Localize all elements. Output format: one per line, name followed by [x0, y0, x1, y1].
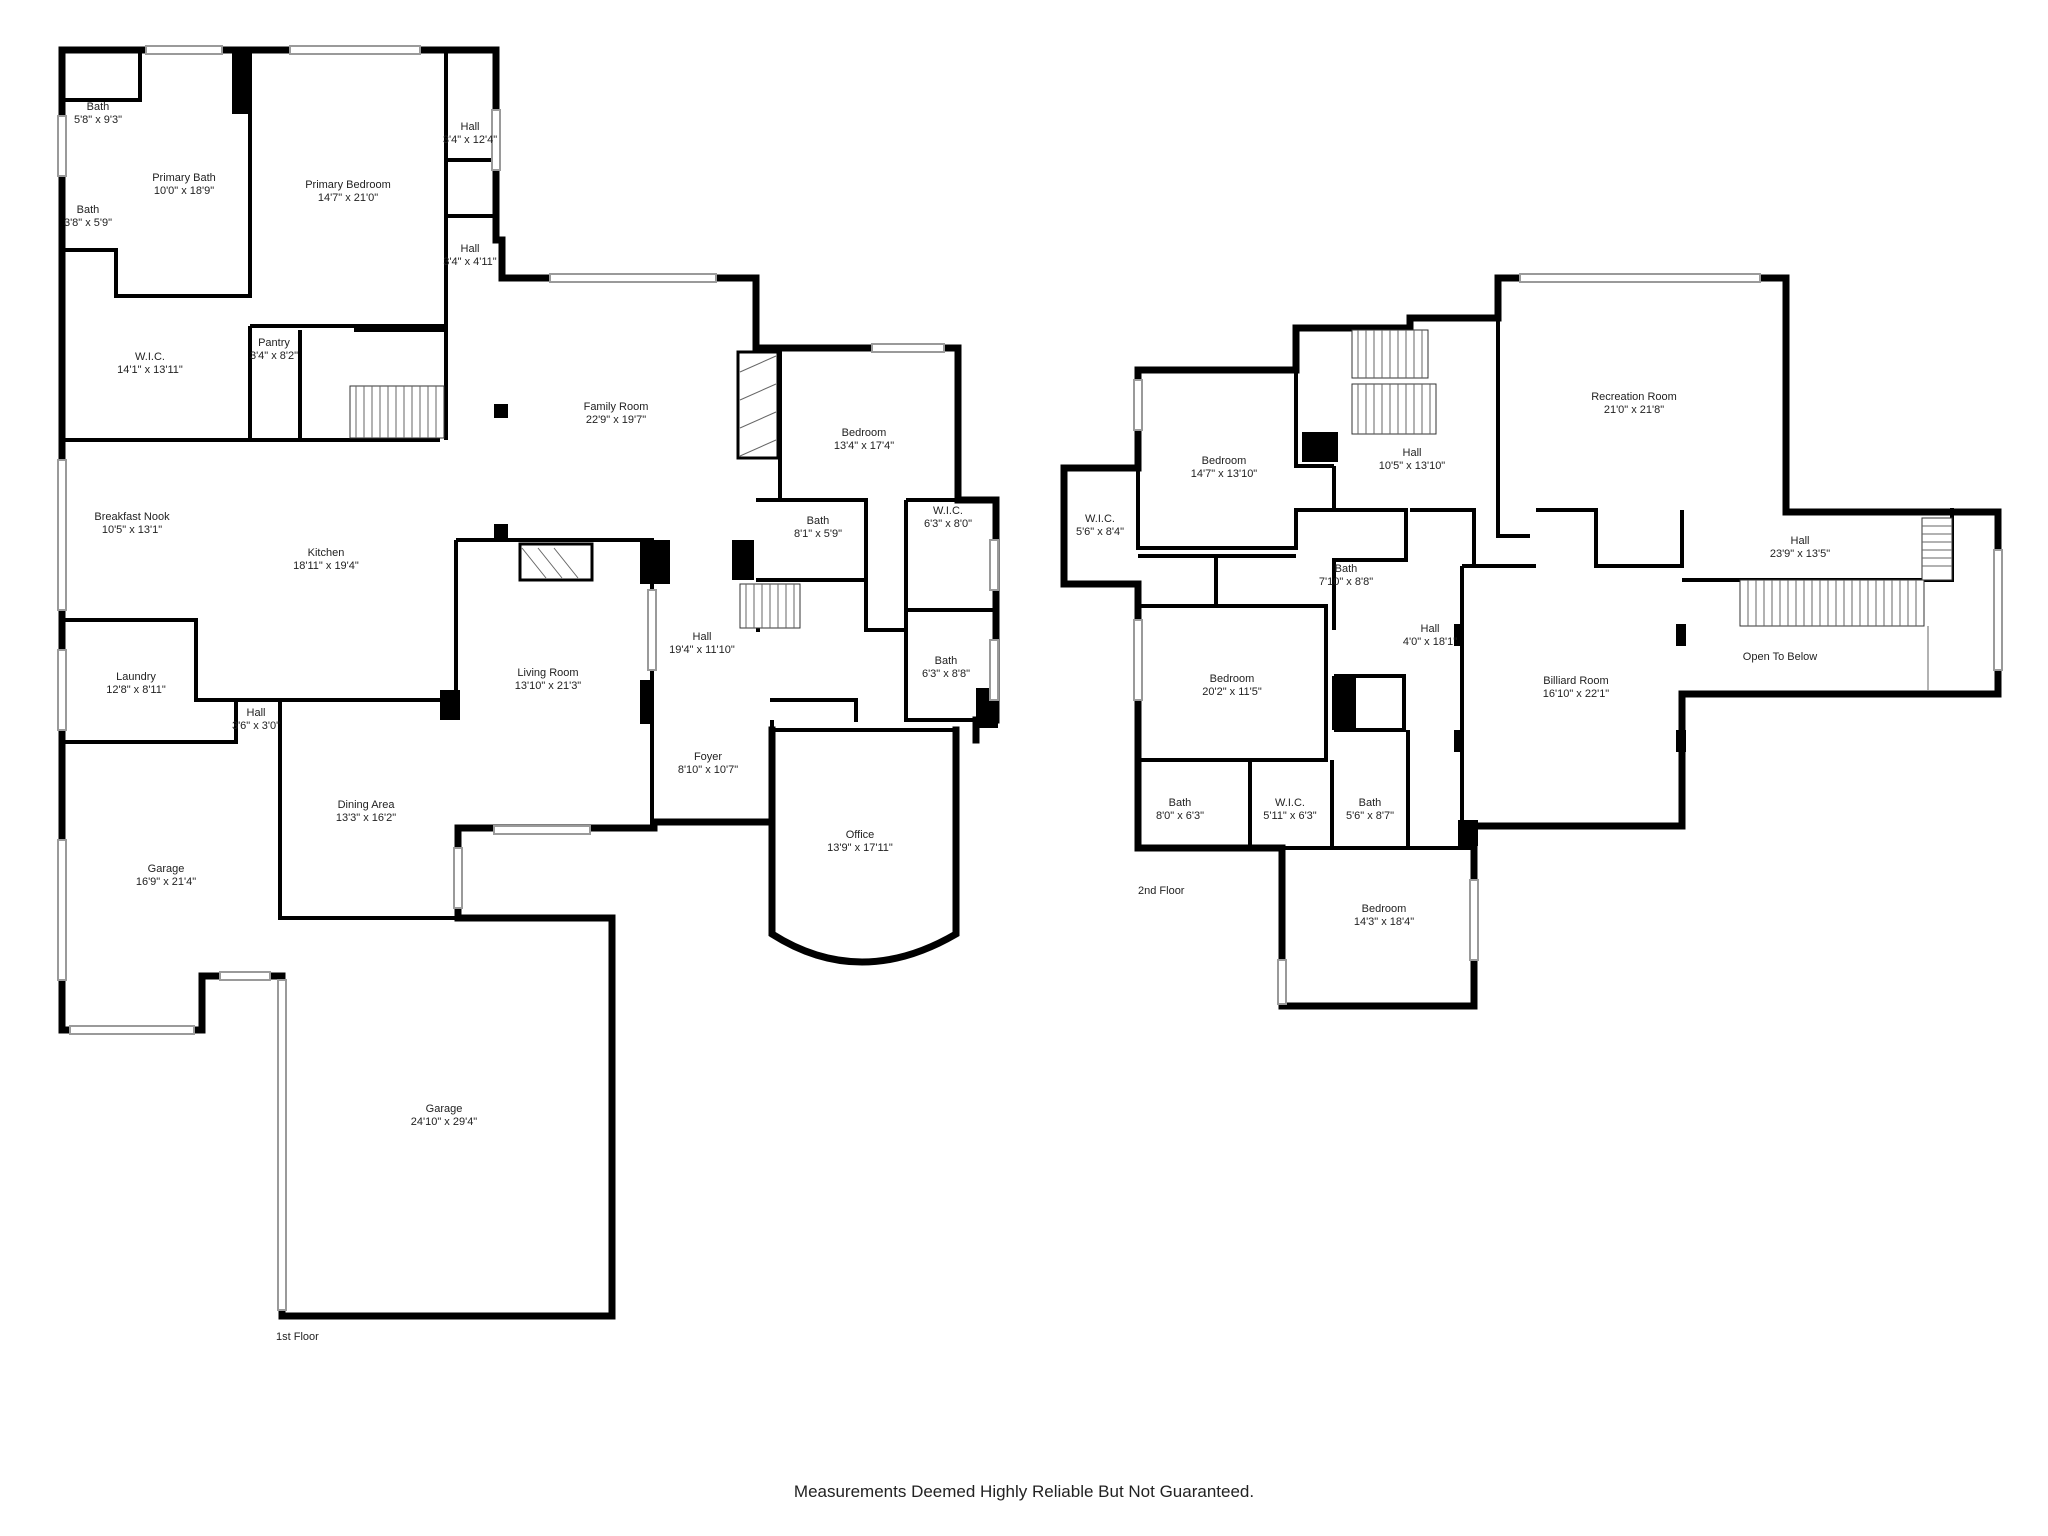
room-label-wic-4: W.I.C.5'11" x 6'3" [1263, 797, 1316, 822]
floor-label-2nd: 2nd Floor [1138, 885, 1185, 897]
second-floor-walls [1060, 273, 2003, 1010]
room-label-wic-1: W.I.C.14'1" x 13'11" [117, 351, 183, 376]
first-floor-walls [57, 45, 1000, 1320]
room-label-open-to-below: Open To Below [1743, 651, 1817, 663]
floor-label-1st: 1st Floor [276, 1331, 319, 1343]
room-label-wic-2: W.I.C.6'3" x 8'0" [924, 505, 972, 530]
first-floor-stairs [349, 385, 801, 629]
room-label-wic-3: W.I.C.5'6" x 8'4" [1076, 513, 1124, 538]
disclaimer-footer: Measurements Deemed Highly Reliable But … [793, 1482, 1255, 1501]
second-floor-stairs [1351, 329, 1953, 690]
